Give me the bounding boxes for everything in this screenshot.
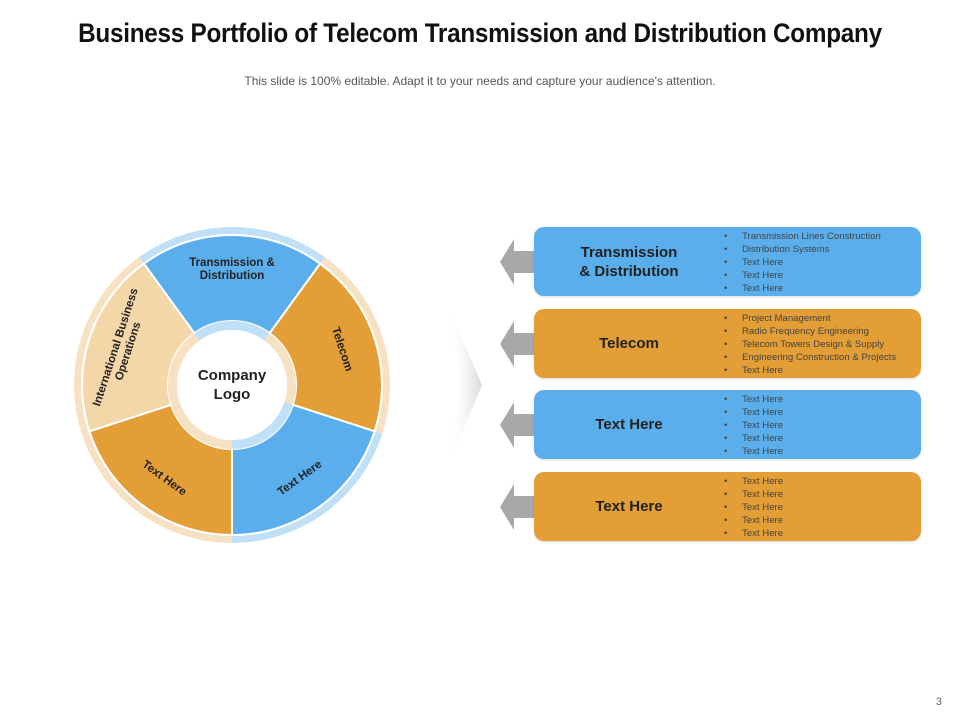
wheel-inner-ring-0 [194,321,270,341]
page-title: Business Portfolio of Telecom Transmissi… [78,18,882,48]
wheel-inner-ring-3 [171,401,232,449]
row-bullet-item: Text Here [724,432,783,445]
portfolio-row: Transmission & Distribution Transmission … [500,227,922,297]
row-bullet-item: Distribution Systems [724,243,881,256]
wheel-label-0: Transmission &Distribution [189,257,275,282]
row-bullet-item: Text Here [724,393,783,406]
arrow-left-icon [500,321,540,367]
row-title: Text Here [595,416,663,433]
row-bullet-item: Radio Frequency Engineering [724,325,896,338]
row-title: Text Here [595,498,663,515]
company-logo-circle [177,330,287,440]
row-bullet-item: Text Here [724,488,783,501]
arrow-left-icon [500,239,540,285]
row-bullet-item: Text Here [724,445,783,458]
row-box [534,472,921,541]
company-logo-line1: Company [198,367,267,384]
wheel-ring-4 [73,257,144,434]
row-bullet-item: Text Here [724,364,896,377]
row-bullet-item: Text Here [724,514,783,527]
row-bullet-item: Text Here [724,527,783,540]
row-bullet-item: Project Management [724,312,896,325]
row-bullet-item: Transmission Lines Construction [724,230,881,243]
wheel-inner-ring-4 [168,333,200,405]
wheel-label-line: Distribution [200,270,265,282]
connector-chevron [448,305,482,465]
wheel-ring-1 [320,257,390,434]
row-bullet-list: Transmission Lines ConstructionDistribut… [724,230,881,295]
row-bullet-item: Text Here [724,256,881,269]
row-bullet-item: Text Here [724,419,783,432]
wheel-ring-0 [139,227,325,263]
row-title: Transmission & Distribution [579,243,679,280]
row-bullet-item: Text Here [724,282,881,295]
arrow-left-icon [500,484,540,530]
wheel-label-line: Transmission & [189,257,275,269]
row-bullet-list: Project ManagementRadio Frequency Engine… [724,312,896,377]
row-bullet-item: Text Here [724,501,783,514]
portfolio-row: Telecom Project ManagementRadio Frequency… [500,309,922,379]
row-bullet-item: Text Here [724,475,783,488]
company-logo-line2: Logo [214,386,251,403]
row-bullet-item: Text Here [724,269,881,282]
page-subtitle: This slide is 100% editable. Adapt it to… [244,74,716,88]
row-bullet-item: Engineering Construction & Projects [724,351,896,364]
row-title: Telecom [599,335,659,352]
page-number: 3 [935,696,942,708]
row-box [534,390,921,459]
arrow-left-icon [500,402,540,448]
row-bullet-item: Text Here [724,406,783,419]
wheel-ring-2 [232,431,383,543]
wheel-ring-3 [81,431,233,543]
row-bullet-item: Telecom Towers Design & Supply [724,338,896,351]
wheel-inner-ring-1 [264,333,296,405]
wheel-inner-ring-2 [232,401,293,449]
